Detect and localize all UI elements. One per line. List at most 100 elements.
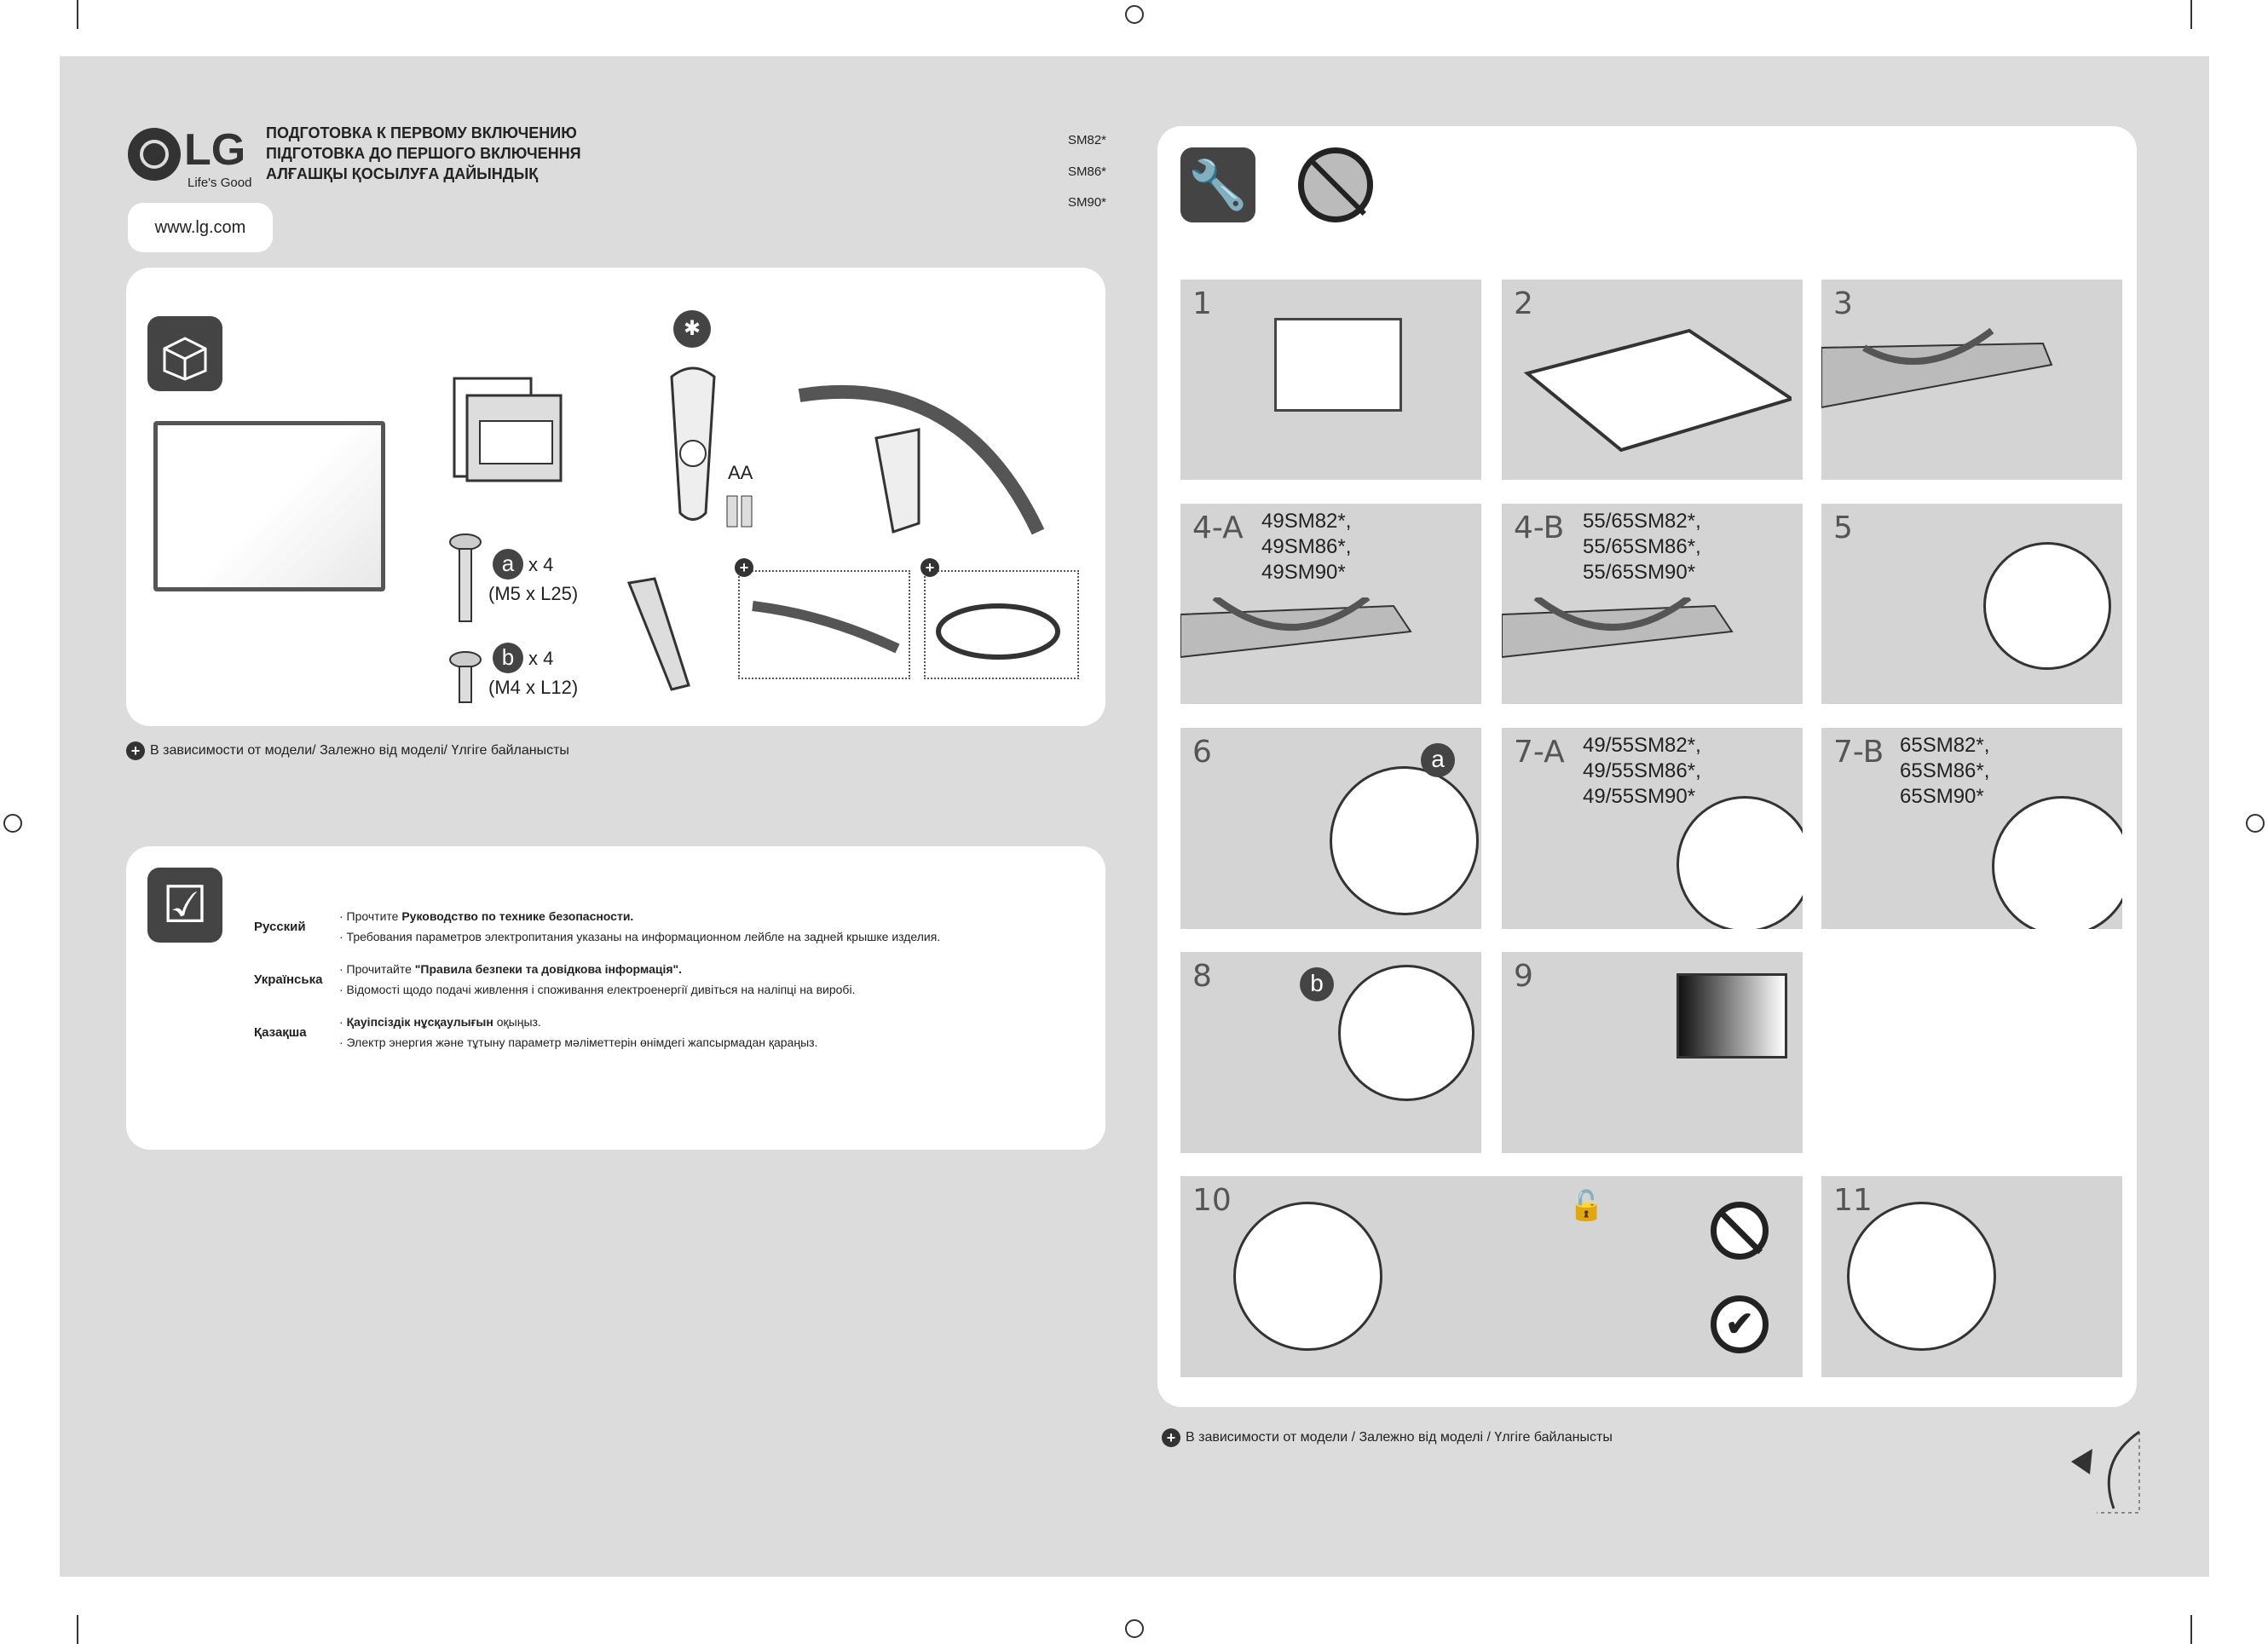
logo-tagline: Life's Good: [188, 176, 252, 190]
detail-zoom: [1992, 796, 2122, 929]
title-uk: ПІДГОТОВКА ДО ПЕРШОГО ВКЛЮЧЕННЯ: [266, 145, 581, 162]
optional-stand-part: +: [735, 558, 910, 679]
crop-mark: [77, 0, 78, 29]
model-label: 49SM90*: [1261, 561, 1346, 584]
tv-illustration: [1676, 973, 1787, 1059]
safety-lines: · Прочитайте "Правила безпеки та довідко…: [339, 959, 855, 1000]
step-number: 6: [1192, 735, 1212, 770]
step-4b: 4-B 55/65SM82*,55/65SM86*, 55/65SM90*: [1502, 504, 1803, 704]
safety-line: · Прочитайте "Правила безпеки та довідко…: [339, 959, 855, 979]
checklist-icon: ☑: [147, 868, 222, 943]
model-label: 55/65SM90*: [1583, 561, 1696, 584]
optional-icon: +: [920, 558, 939, 577]
model-label: 65SM82*,: [1900, 734, 1990, 757]
detail-zoom: [1983, 542, 2111, 670]
optional-icon: +: [735, 558, 753, 577]
cable-cover-illustration: [626, 577, 690, 691]
note-text: В зависимости от модели / Залежно від мо…: [1186, 1430, 1613, 1445]
lg-logo-icon: [128, 128, 181, 181]
unlock-icon: 🔓: [1568, 1190, 1605, 1222]
screwdriver-icon: 🔧: [1180, 147, 1255, 222]
model-sm86: SM86*: [1068, 164, 1107, 179]
model-label: 65SM90*: [1900, 785, 1984, 808]
battery-label: AA: [728, 462, 753, 483]
crop-mark: [2190, 0, 2192, 29]
title-block: ПОДГОТОВКА К ПЕРВОМУ ВКЛЮЧЕНИЮ ПІДГОТОВК…: [266, 123, 581, 184]
optional-icon: +: [126, 741, 145, 760]
safety-card: ☑ Русский · Прочтите Руководство по техни…: [126, 846, 1105, 1150]
safety-line: · Відомості щодо подачі живлення і спожи…: [339, 979, 855, 1000]
registration-mark: [3, 814, 22, 833]
model-label: 55/65SM82*,: [1583, 510, 1701, 533]
safety-lines: · Прочтите Руководство по технике безопа…: [339, 906, 940, 947]
model-label: 49/55SM86*,: [1583, 759, 1701, 782]
line-text: · Требования параметров электропитания у…: [339, 930, 941, 943]
screw-a-icon: [449, 534, 482, 622]
step-number: 8: [1192, 959, 1212, 994]
step-11: 11: [1821, 1176, 2122, 1377]
step-number: 7-B: [1833, 735, 1884, 770]
remote-illustration: [670, 366, 753, 528]
model-note-left: +В зависимости от модели/ Залежно від мо…: [126, 741, 569, 760]
line-bold: "Правила безпеки та довідкова інформація…: [414, 962, 683, 976]
screw-a-qty: x 4: [528, 554, 554, 575]
title-kk: АЛҒАШҚЫ ҚОСЫЛУҒА ДАЙЫНДЫҚ: [266, 165, 539, 182]
step-number: 1: [1192, 286, 1212, 321]
step-3: 3: [1821, 280, 2122, 480]
step-4a: 4-A 49SM82*,49SM86*, 49SM90*: [1180, 504, 1481, 704]
step-10: 10🔓✔: [1180, 1176, 1803, 1377]
step-2: 2: [1502, 280, 1803, 480]
step-number: 4-B: [1514, 511, 1565, 545]
crop-mark: [77, 1615, 78, 1644]
screw-b-icon: [449, 651, 482, 703]
step-1: 1: [1180, 280, 1481, 480]
safety-list: Русский · Прочтите Руководство по технике…: [254, 906, 1089, 1064]
tv-illustration: [153, 421, 385, 591]
registration-mark: [1125, 5, 1144, 24]
model-label: 49/55SM90*: [1583, 785, 1696, 808]
logo-text: LG: [184, 125, 246, 175]
safety-line: · Требования параметров электропитания у…: [339, 926, 940, 947]
model-label: 49SM86*,: [1261, 535, 1352, 558]
model-label: 49SM82*,: [1261, 510, 1352, 533]
screw-b-qty: x 4: [528, 648, 554, 669]
language-label: Русский: [254, 919, 306, 934]
safety-line: · Электр энергия және тұтыну параметр мә…: [339, 1032, 817, 1053]
detail-zoom: [1338, 965, 1474, 1101]
safety-line: · Қауіпсіздік нұсқаулығын оқыңыз.: [339, 1012, 817, 1032]
detail-zoom: [1676, 796, 1803, 929]
screw-a-badge: a: [493, 549, 523, 580]
components-card: ✱ AA a x 4 (M5 x L25) b x 4 (M4 x L12) +…: [126, 268, 1105, 726]
screw-b-size: (M4 x L12): [488, 677, 579, 698]
detail-zoom: [1847, 1202, 1996, 1351]
step-number: 5: [1833, 511, 1853, 545]
crop-mark: [2190, 1615, 2192, 1644]
model-sm90: SM90*: [1068, 195, 1107, 210]
step-number: 2: [1514, 286, 1533, 321]
safety-row-1: Українська· Прочитайте "Правила безпеки …: [254, 959, 1089, 1000]
website-link[interactable]: www.lg.com: [128, 203, 273, 252]
step-number: 11: [1833, 1183, 1873, 1218]
step-number: 4-A: [1192, 511, 1244, 545]
model-note-right: + В зависимости от модели / Залежно від м…: [1162, 1428, 1613, 1447]
model-label: 49/55SM82*,: [1583, 734, 1701, 757]
optional-icon: +: [1162, 1428, 1180, 1447]
page-turn-icon: [2071, 1430, 2140, 1514]
model-label: 55/65SM86*,: [1583, 535, 1701, 558]
stand-illustration: [798, 384, 1045, 535]
line-text: ·: [339, 1015, 347, 1029]
line-bold: Қауіпсіздік нұсқаулығын: [346, 1015, 493, 1029]
line-text: оқыңыз.: [493, 1015, 541, 1029]
registration-mark: [1125, 1619, 1144, 1638]
bluetooth-icon: ✱: [673, 310, 711, 348]
detail-zoom: [1233, 1202, 1382, 1351]
screw-b-badge: b: [1300, 967, 1334, 1001]
registration-mark: [2246, 814, 2265, 833]
line-text: · Прочитайте: [339, 962, 415, 976]
screw-b-badge: b: [493, 643, 523, 673]
line-text: · Відомості щодо подачі живлення і спожи…: [339, 983, 856, 996]
box-icon: [147, 316, 222, 391]
language-label: Қазақша: [254, 1024, 307, 1040]
check-icon: ✔: [1711, 1295, 1769, 1353]
